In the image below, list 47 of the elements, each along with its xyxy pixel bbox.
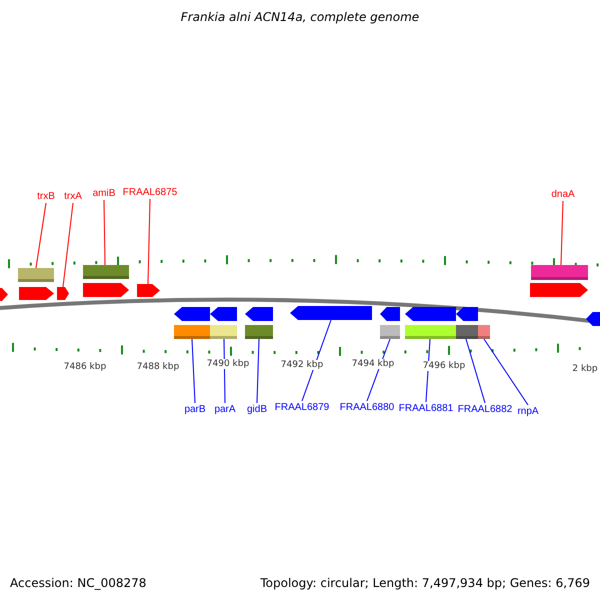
leader-line <box>256 338 260 404</box>
leader-line <box>560 200 564 266</box>
tick-label: 7490 kbp <box>206 359 250 369</box>
leader-line <box>148 198 150 284</box>
gene-feature-bar <box>478 325 490 339</box>
gene-label: FRAAL6881 <box>398 402 454 415</box>
gene-feature-bar <box>18 268 54 282</box>
tick-label: 2 kbp <box>571 364 599 374</box>
gene-feature-bar <box>531 265 588 280</box>
gene-label: FRAAL6880 <box>340 401 394 414</box>
leader-line <box>466 338 486 404</box>
gene-feature-bar <box>405 325 456 339</box>
gene-feature-bar <box>245 325 273 339</box>
title: Frankia alni ACN14a, complete genome <box>180 10 420 24</box>
coding-sequence-block <box>137 284 160 297</box>
leader-line <box>62 202 74 288</box>
gene-feature-bar <box>174 325 210 339</box>
tick-label: 7486 kbp <box>62 362 108 372</box>
gene-label: parB <box>184 403 206 416</box>
coding-sequence-block <box>290 306 372 320</box>
tick-label: 7496 kbp <box>422 361 466 371</box>
gene-feature-bar <box>210 325 237 339</box>
gene-label: FRAAL6875 <box>122 186 178 199</box>
gene-label: FRAAL6882 <box>458 403 512 416</box>
leader-line <box>192 338 196 404</box>
gene-label: FRAAL6879 <box>274 401 330 414</box>
coding-sequence-block <box>57 287 69 300</box>
footer-text: Accession: NC_008278 <box>10 576 146 590</box>
gene-feature-bar <box>380 325 400 339</box>
tick-label: 7494 kbp <box>350 359 396 369</box>
leader-line <box>36 202 46 268</box>
gene-label: amiB <box>92 187 116 200</box>
leader-line <box>484 338 528 406</box>
gene-feature-bar <box>456 325 478 339</box>
leader-line <box>426 338 430 402</box>
gene-label: parA <box>214 403 236 416</box>
gene-label: rnpA <box>517 405 539 418</box>
leader-line <box>104 200 106 266</box>
gene-label: dnaA <box>551 188 575 201</box>
tick-label: 7488 kbp <box>136 362 180 372</box>
gene-label: trxB <box>37 190 55 203</box>
gene-label: trxA <box>64 190 82 203</box>
footer-text: Topology: circular; Length: 7,497,934 bp; Genes: 6,769 <box>260 576 590 590</box>
gene-feature-bar <box>83 265 129 279</box>
leader-line <box>302 320 332 402</box>
tick-label: 7492 kbp <box>280 360 324 370</box>
gene-label: gidB <box>247 403 267 416</box>
